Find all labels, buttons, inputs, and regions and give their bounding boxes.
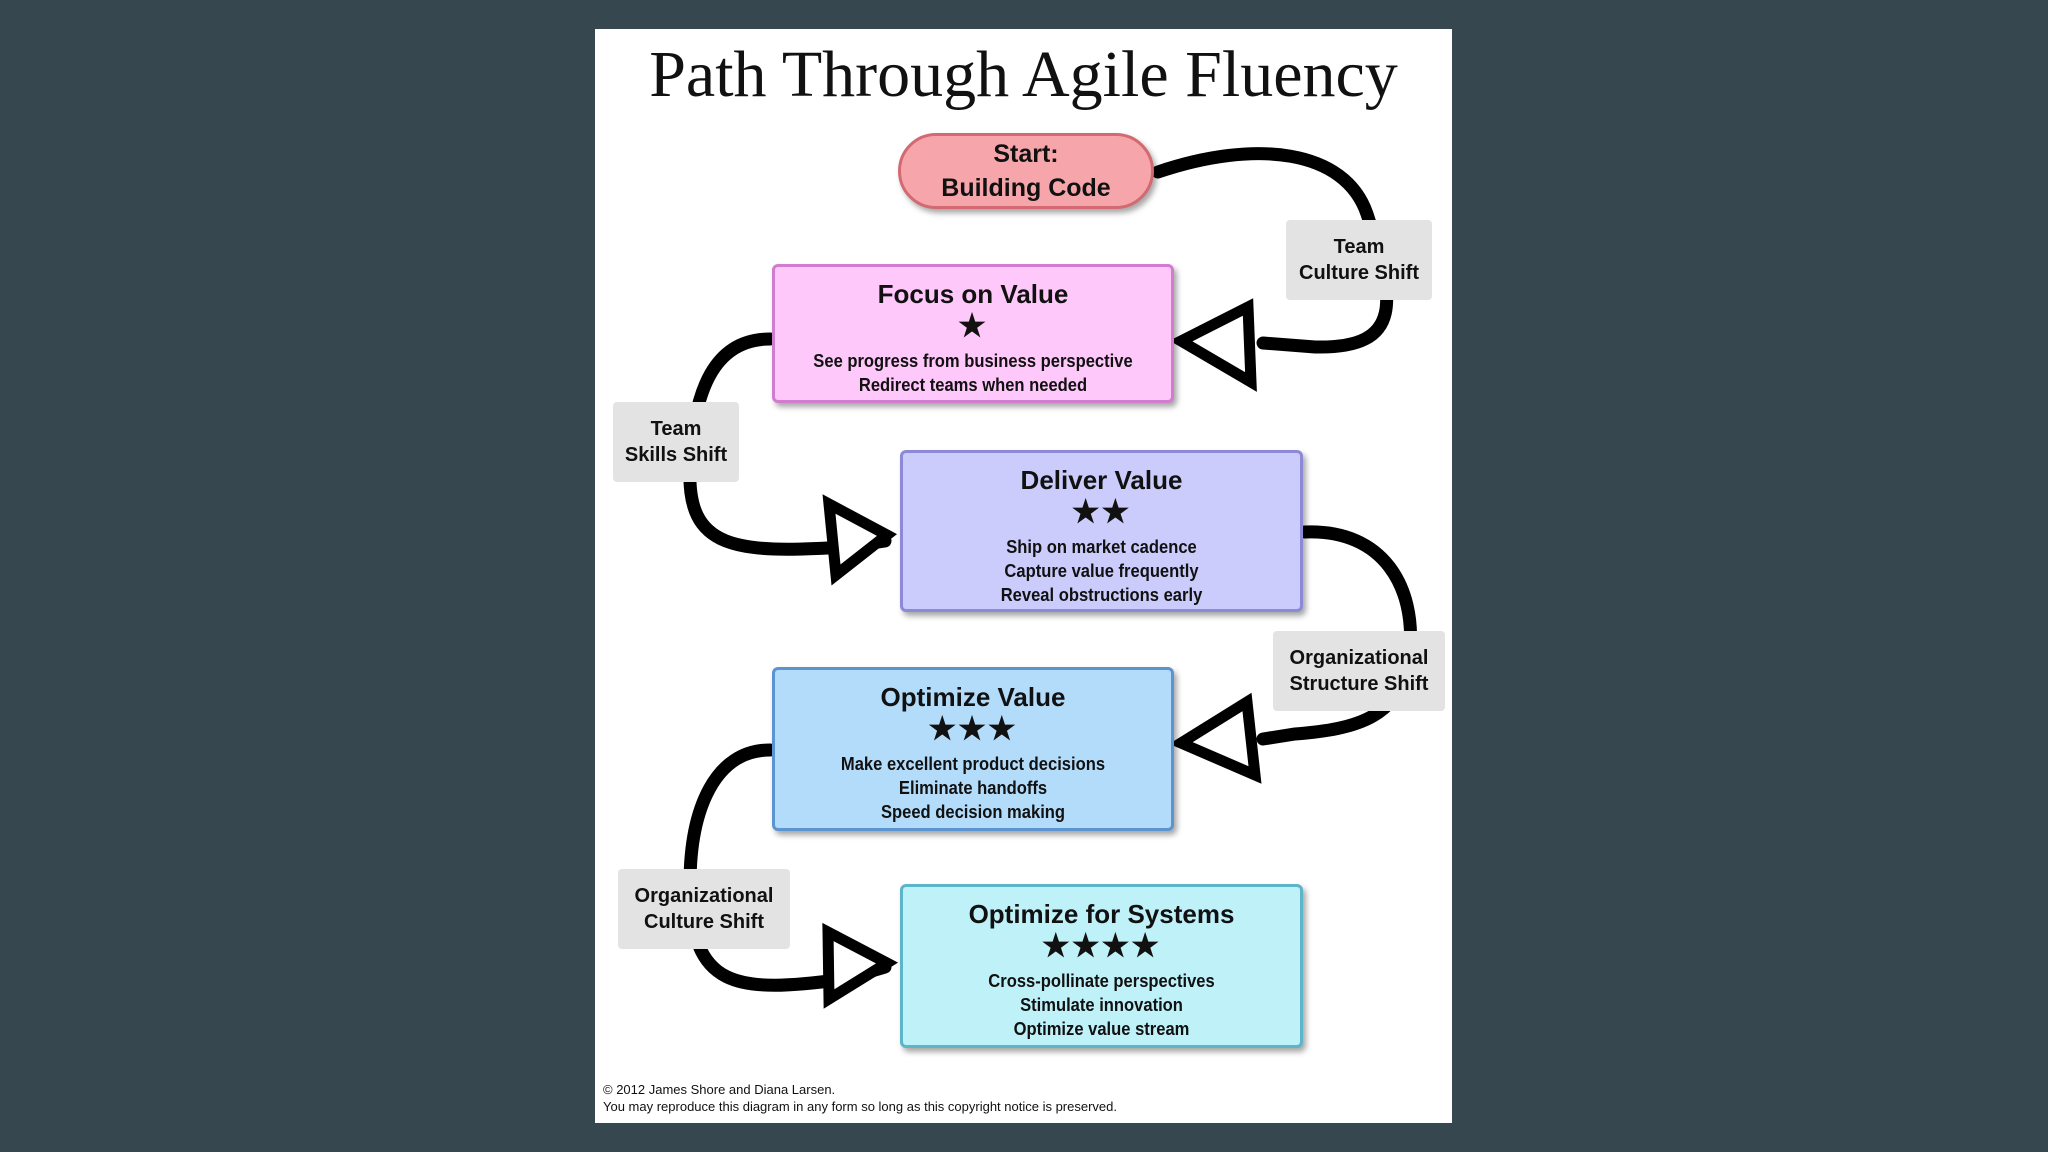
arrowhead-deliver xyxy=(822,494,898,586)
diagram-title: Path Through Agile Fluency xyxy=(649,38,1398,111)
star-rating: ★★ xyxy=(1071,494,1132,529)
description-line: See progress from business perspective xyxy=(813,350,1133,371)
stage-title: Optimize for Systems xyxy=(968,899,1235,929)
stage-description: Make excellent product decisions Elimina… xyxy=(791,752,1155,824)
start-line1: Start: xyxy=(993,140,1059,168)
description-line: Capture value frequently xyxy=(1004,560,1199,581)
stage-optimize-value: Optimize Value ★★★ Make excellent produc… xyxy=(772,667,1174,831)
copyright-line: © 2012 James Shore and Diana Larsen. xyxy=(603,1082,836,1097)
shift-label-team-skills: Team Skills Shift xyxy=(613,402,739,482)
shift-label-team-culture: Team Culture Shift xyxy=(1286,220,1432,300)
stage-title: Focus on Value xyxy=(877,279,1069,309)
star-rating: ★★★★ xyxy=(1041,928,1162,963)
star-rating: ★★★ xyxy=(928,711,1018,746)
copyright-notice: © 2012 James Shore and Diana Larsen. You… xyxy=(603,1081,1117,1115)
description-line: Make excellent product decisions xyxy=(840,753,1106,774)
arrowhead-optimize xyxy=(1169,692,1262,784)
stage-focus-on-value: Focus on Value ★ See progress from busin… xyxy=(772,264,1174,403)
stage-title: Optimize Value xyxy=(880,682,1066,712)
description-line: Stimulate innovation xyxy=(1020,994,1183,1015)
stage-description: See progress from business perspective R… xyxy=(791,349,1155,397)
stage-title: Deliver Value xyxy=(1020,465,1183,495)
start-line2: Building Code xyxy=(941,174,1111,202)
start-building-code: Start: Building Code xyxy=(898,133,1154,209)
description-line: Ship on market cadence xyxy=(1006,536,1197,557)
description-line: Reveal obstructions early xyxy=(1000,584,1203,605)
slide: Path Through Agile Fluency Start: Buildi… xyxy=(595,29,1452,1123)
star-rating: ★ xyxy=(958,308,988,343)
description-line: Optimize value stream xyxy=(1013,1018,1190,1039)
arrowhead-focus xyxy=(1169,298,1257,392)
description-line: Eliminate handoffs xyxy=(898,777,1048,798)
copyright-line: You may reproduce this diagram in any fo… xyxy=(603,1099,1118,1114)
arrow-team-culture xyxy=(1151,147,1394,354)
stage-description: Ship on market cadence Capture value fre… xyxy=(919,535,1284,607)
description-line: Redirect teams when needed xyxy=(858,374,1088,395)
arrowhead-systems xyxy=(822,922,899,1009)
shift-label-org-culture: Organizational Culture Shift xyxy=(618,869,790,949)
stage-description: Cross-pollinate perspectives Stimulate i… xyxy=(919,969,1284,1041)
description-line: Speed decision making xyxy=(880,801,1066,822)
stage-deliver-value: Deliver Value ★★ Ship on market cadence … xyxy=(900,450,1303,612)
stage-optimize-for-systems: Optimize for Systems ★★★★ Cross-pollinat… xyxy=(900,884,1303,1048)
shift-label-org-structure: Organizational Structure Shift xyxy=(1273,631,1445,711)
description-line: Cross-pollinate perspectives xyxy=(988,970,1215,991)
